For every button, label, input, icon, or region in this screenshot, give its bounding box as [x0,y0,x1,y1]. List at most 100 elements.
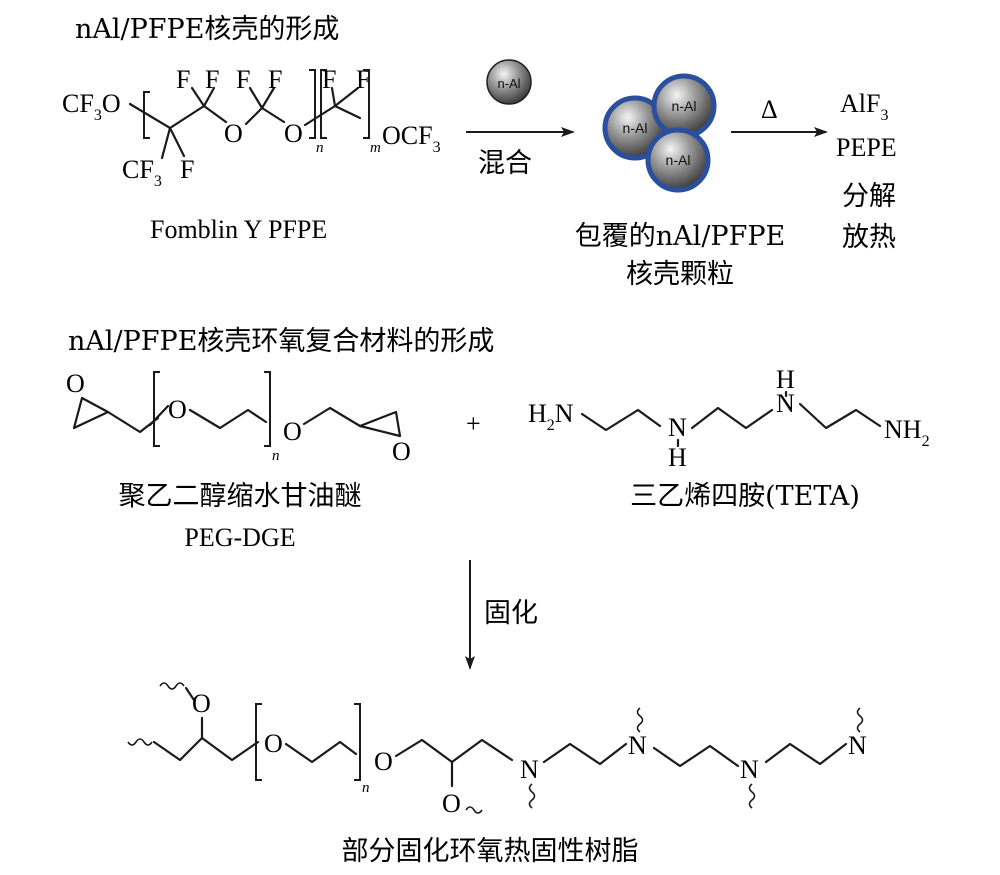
bond-f6 [333,86,360,108]
bracket-close-1 [309,69,316,139]
nal-particle-label: n-Al [497,76,520,91]
product-o-chain-2: O [374,747,393,776]
pfpe-backbone-3 [303,104,362,127]
product-n-3: N [740,755,759,784]
particle-label-1: n-Al [623,120,648,136]
core-shell-caption-2: 核壳颗粒 [626,259,734,290]
peg-o-chain-2: O [283,417,302,446]
teta-n-2: N [776,389,795,418]
peg-bracket-close [264,371,271,447]
teta-h-1: H [668,443,687,472]
pfpe-structure: CF3O F F O F F O n F F m OCF3 CF3 F [62,65,441,190]
peg-link-2 [302,406,362,428]
f-label-1: F [176,65,190,94]
bracket-close-2 [363,69,370,139]
product-o-top: O [192,689,211,718]
f-label-2: F [205,65,219,94]
product-subscript-n: n [362,780,370,796]
core-shell-caption-1: 包覆的nAl/PFPE [575,221,785,252]
f-label-3: F [236,65,250,94]
section2-heading: nAl/PFPE核壳环氧复合材料的形成 [68,326,494,357]
cf3-left: CF3O [62,89,121,124]
teta-chain-3 [798,402,882,430]
f-label-5: F [322,65,336,94]
product-chain-4 [542,742,628,766]
product-alf3: AlF3 [840,89,888,124]
mix-label: 混合 [478,148,532,179]
bond-f5 [330,86,337,108]
product-exothermic: 放热 [842,222,896,253]
peg-o-chain-1: O [168,395,187,424]
wavy-bond-n2 [636,707,644,733]
core-shell-cluster: n-Al n-Al n-Al [602,73,717,193]
bracket-open-1 [143,91,150,139]
peg-o-epoxide-2: O [392,437,411,466]
product-chain-6 [764,742,848,766]
product-o-bottom: O [442,789,461,818]
pfpe-backbone-2 [244,106,286,126]
wavy-bond-n4 [856,707,864,733]
teta-h-2: H [776,365,795,394]
peg-link-1 [106,410,160,434]
bond-cf3-down [160,126,172,160]
particle-label-2: n-Al [672,98,697,114]
thermoset-structure: O O n O O N N N N [127,682,867,818]
wavy-bond-n3 [748,783,756,809]
subscript-n: n [316,140,324,156]
product-n-4: N [848,731,867,760]
bond-f2 [202,86,216,108]
product-chain-2 [284,740,358,764]
bond-f3 [248,86,264,110]
bond-f1 [190,86,206,108]
teta-chain-1 [580,408,662,432]
teta-h2n: H2N [528,399,574,434]
product-name: 部分固化环氧热固性树脂 [342,836,639,867]
peg-o-epoxide-1: O [66,369,85,398]
epoxide-ring-2 [358,410,402,438]
bracket-open-2 [320,69,327,139]
product-pepe: PEPE [836,133,897,162]
product-n-1: N [520,755,539,784]
heat-label: Δ [761,95,778,124]
teta-n-1: N [668,413,687,442]
teta-structure: H2N N H N H NH2 [528,365,930,472]
section1-heading: nAl/PFPE核壳的形成 [75,14,339,45]
core-shell-particle-3 [645,127,711,193]
epoxide-ring-1 [72,396,110,430]
o-mid-2: O [284,119,303,148]
product-chain-5 [652,744,740,768]
bond-f-down [168,126,186,158]
peg-subscript-n: n [272,448,280,464]
pfpe-name: Fomblin Y PFPE [150,215,327,244]
peg-bracket-open [153,371,160,447]
bond-f4 [260,86,276,110]
cf3-bottom: CF3 [122,155,162,190]
peg-dge-name-en: PEG-DGE [184,523,295,552]
wavy-bond-left [127,738,153,746]
o-mid-1: O [224,119,243,148]
f-label-6: F [356,65,370,94]
subscript-m: m [370,140,381,156]
peg-dge-structure: O O n O O [66,369,411,466]
peg-dge-name-cn: 聚乙二醇缩水甘油醚 [119,481,362,512]
cure-label: 固化 [484,598,538,629]
wavy-bond-top-left [159,682,185,690]
teta-chain-2 [690,406,774,430]
wavy-bond-bottom [465,806,483,814]
product-chain-3 [394,738,514,764]
f-bottom: F [180,155,194,184]
f-label-4: F [268,65,282,94]
product-bracket-close [354,703,361,781]
ocf3-right: OCF3 [382,121,441,156]
bond-o-top [184,686,196,702]
teta-name: 三乙烯四胺(TETA) [630,481,860,512]
product-bracket-open [255,703,262,781]
nal-particle [486,59,532,105]
plus-sign: + [466,409,481,438]
product-decompose: 分解 [842,181,896,212]
wavy-bond-n1 [528,783,536,809]
pfpe-backbone-1 [128,102,228,130]
particle-label-3: n-Al [666,152,691,168]
teta-nh2-end: NH2 [884,415,930,450]
